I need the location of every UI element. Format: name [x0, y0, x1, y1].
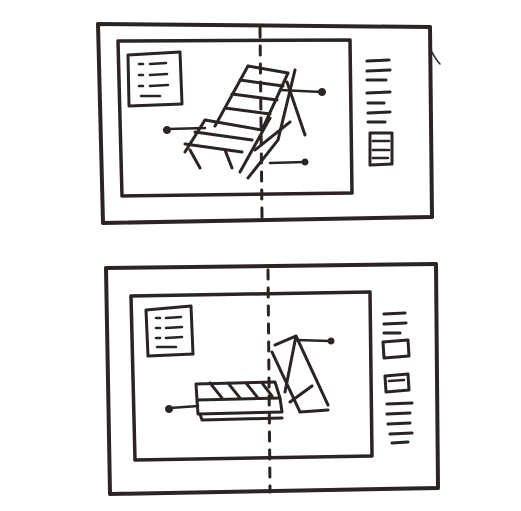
wireframe-panel-bottom — [106, 264, 438, 494]
list-thumbnail-icon — [146, 306, 193, 356]
chair-sketch-top — [163, 66, 326, 178]
side-controls-bottom — [383, 313, 412, 443]
side-controls-top — [367, 60, 392, 165]
corner-flick — [432, 52, 440, 64]
wireframe-panel-top — [98, 24, 440, 223]
chair-sketch-bottom — [165, 336, 335, 420]
center-divider-top — [260, 28, 262, 218]
list-thumbnail-icon — [128, 52, 182, 106]
